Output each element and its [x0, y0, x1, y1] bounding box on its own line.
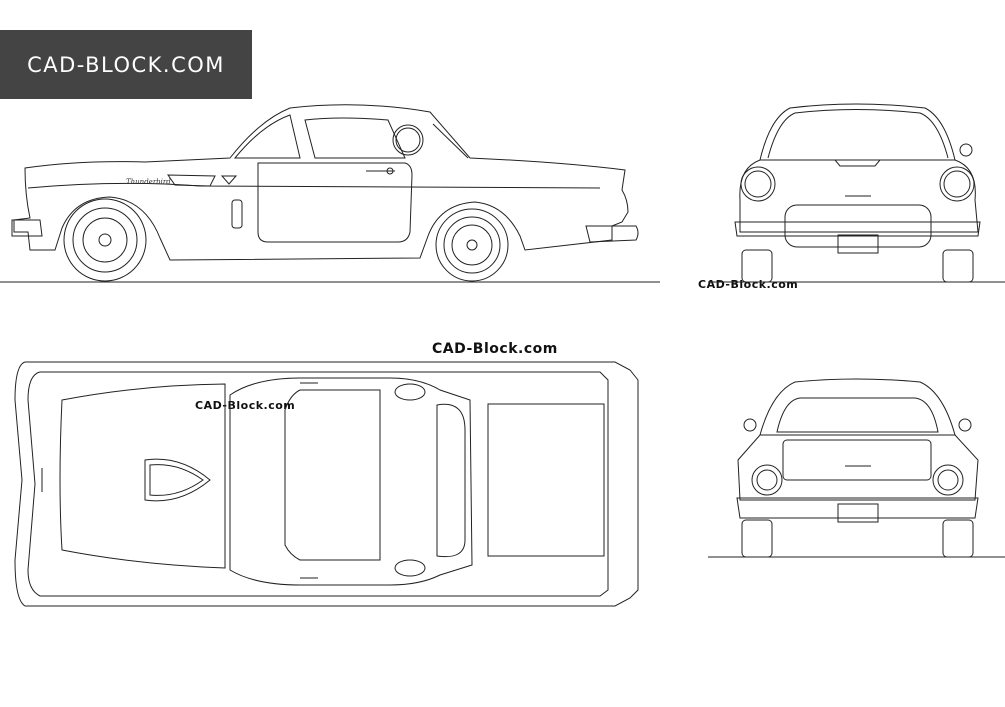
side-view: Thunderbird: [0, 104, 660, 283]
front-view: [708, 103, 1005, 283]
rear-view: [708, 378, 1005, 558]
top-view: [14, 361, 639, 607]
watermark: CAD-Block.com: [195, 399, 296, 412]
watermark: CAD-Block.com: [698, 278, 799, 291]
site-logo: CAD-BLOCK.COM: [0, 30, 252, 99]
watermark: CAD-Block.com: [432, 341, 558, 357]
thunderbird-badge: Thunderbird: [126, 178, 171, 186]
